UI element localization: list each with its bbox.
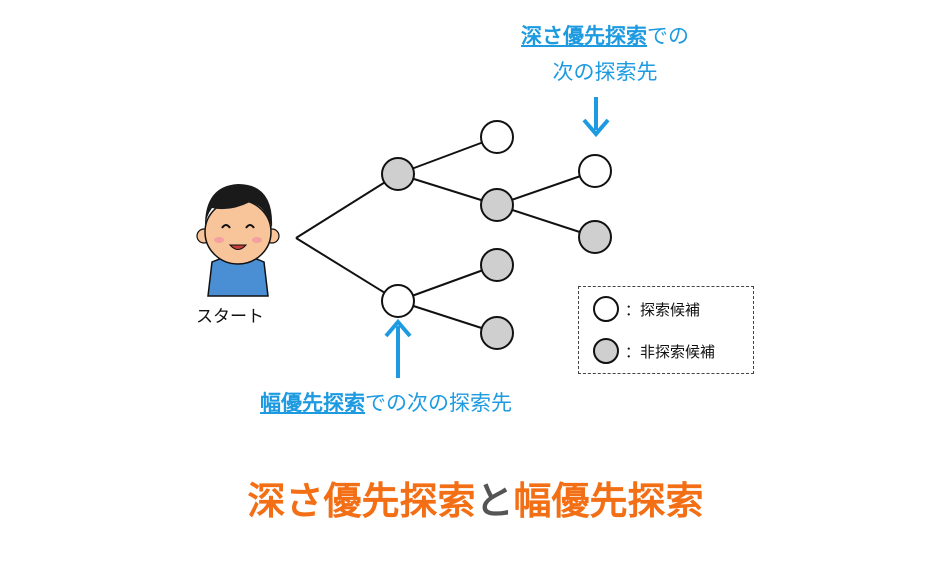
start-label: スタート xyxy=(196,307,264,327)
tree-node-a xyxy=(381,157,415,191)
tree-edge-a-a2 xyxy=(397,173,498,206)
legend-candidate: ：探索候補 xyxy=(593,296,700,322)
tree-edges xyxy=(295,136,596,334)
legend-box: ：探索候補 ：非探索候補 xyxy=(578,286,754,374)
footer-title-dfs: 深さ優先探索 xyxy=(247,479,476,523)
legend-white-dot-icon xyxy=(593,296,619,322)
tree-node-a2y xyxy=(578,220,612,254)
dfs-arrow-icon xyxy=(582,97,610,138)
bfs-arrow-icon xyxy=(384,318,412,378)
bfs-term: 幅優先探索 xyxy=(260,391,365,415)
legend-non-candidate: ：非探索候補 xyxy=(593,338,715,364)
tree-node-a2x xyxy=(578,154,612,188)
footer-title: 深さ優先探索と幅優先探索 xyxy=(0,470,951,525)
dfs-line2: 次の探索先 xyxy=(552,60,658,84)
footer-title-joiner: と xyxy=(475,479,514,523)
tree-node-b xyxy=(381,284,415,318)
footer-title-bfs: 幅優先探索 xyxy=(513,479,704,523)
legend-candidate-text: ：探索候補 xyxy=(625,300,701,319)
person-icon xyxy=(196,184,280,297)
tree-node-b2 xyxy=(480,316,514,350)
bfs-suffix: での次の探索先 xyxy=(365,391,512,415)
tree-edge-root-a xyxy=(295,173,399,239)
tree-edge-a2-a2x xyxy=(496,170,596,206)
legend-gray-dot-icon xyxy=(593,338,619,364)
tree-edge-b-b2 xyxy=(397,300,498,334)
dfs-next-label: 深さ優先探索での 次の探索先 xyxy=(0,18,951,90)
dfs-term: 深さ優先探索 xyxy=(521,24,647,48)
tree-edge-a-a1 xyxy=(397,136,498,175)
tree-edge-root-b xyxy=(295,237,399,302)
dfs-suffix: での xyxy=(647,24,689,48)
bfs-next-label: 幅優先探索での次の探索先 xyxy=(260,389,512,417)
tree-node-a2 xyxy=(480,188,514,222)
tree-edge-a2-a2y xyxy=(496,204,596,238)
tree-node-a1 xyxy=(480,120,514,154)
tree-edge-b-b1 xyxy=(397,264,498,302)
legend-non-candidate-text: ：非探索候補 xyxy=(625,342,716,361)
tree-node-b1 xyxy=(480,248,514,282)
